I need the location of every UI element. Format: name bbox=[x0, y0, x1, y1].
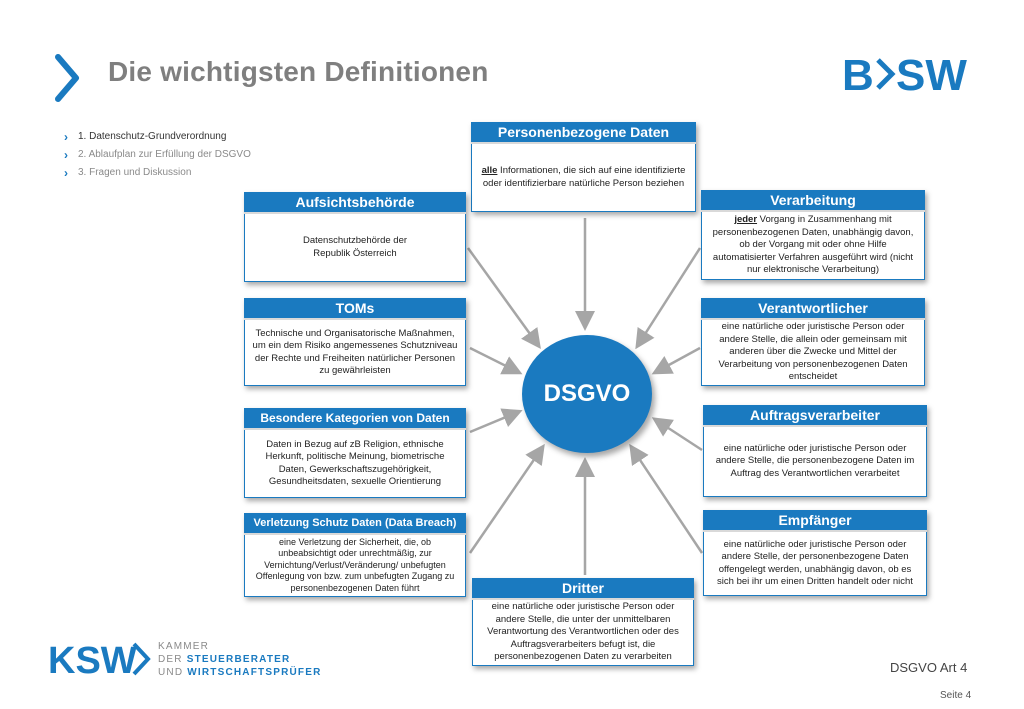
box-title: Personenbezogene Daten bbox=[471, 122, 696, 144]
svg-text:KSW: KSW bbox=[48, 640, 137, 680]
box-text: jeder Vorgang in Zusammenhang mit person… bbox=[701, 212, 925, 280]
ksw-logo: KSW bbox=[48, 640, 151, 680]
box-text: eine natürliche oder juristische Person … bbox=[472, 600, 694, 666]
reference-label: DSGVO Art 4 bbox=[890, 660, 968, 675]
box-title: Empfänger bbox=[703, 510, 927, 532]
chevron-right-icon: › bbox=[64, 148, 68, 162]
box-data-breach: Verletzung Schutz Daten (Data Breach) ei… bbox=[244, 513, 466, 597]
agenda-item[interactable]: ›3. Fragen und Diskussion bbox=[64, 166, 192, 180]
logo-bsw-sw: SW bbox=[896, 51, 967, 98]
bsw-logo: B SW bbox=[842, 51, 967, 98]
box-aufsichtsbehoerde: Aufsichtsbehörde Datenschutzbehörde der … bbox=[244, 192, 466, 282]
logo-bsw-b: B bbox=[842, 51, 874, 98]
agenda-item[interactable]: ›1. Datenschutz-Grundverordnung bbox=[64, 130, 227, 144]
box-title: TOMs bbox=[244, 298, 466, 320]
ksw-wordmark: KAMMER DER STEUERBERATER UND WIRTSCHAFTS… bbox=[158, 641, 322, 678]
box-toms: TOMs Technische und Organisatorische Maß… bbox=[244, 298, 466, 386]
chevron-right-icon: › bbox=[64, 130, 68, 144]
chevron-right-icon bbox=[55, 54, 79, 102]
box-title: Verarbeitung bbox=[701, 190, 925, 212]
box-title: Besondere Kategorien von Daten bbox=[244, 408, 466, 430]
box-title: Dritter bbox=[472, 578, 694, 600]
box-verantwortlicher: Verantwortlicher eine natürliche oder ju… bbox=[701, 298, 925, 386]
chevron-right-icon: › bbox=[64, 166, 68, 180]
box-title: Auftragsverarbeiter bbox=[703, 405, 927, 427]
page-number: Seite 4 bbox=[940, 690, 972, 701]
box-title: Verletzung Schutz Daten (Data Breach) bbox=[244, 513, 466, 535]
box-text: alle Informationen, die sich auf eine id… bbox=[471, 144, 696, 212]
box-auftragsverarbeiter: Auftragsverarbeiter eine natürliche oder… bbox=[703, 405, 927, 497]
box-dritter: Dritter eine natürliche oder juristische… bbox=[472, 578, 694, 666]
box-text: eine natürliche oder juristische Person … bbox=[703, 532, 927, 596]
box-text: eine Verletzung der Sicherheit, die, ob … bbox=[244, 535, 466, 597]
agenda-item[interactable]: ›2. Ablaufplan zur Erfüllung der DSGVO bbox=[64, 148, 251, 162]
box-text: Daten in Bezug auf zB Religion, ethnisch… bbox=[244, 430, 466, 498]
box-besondere-kategorien: Besondere Kategorien von Daten Daten in … bbox=[244, 408, 466, 498]
dsgvo-hub: DSGVO bbox=[522, 335, 652, 453]
agenda-list: ›1. Datenschutz-Grundverordnung ›2. Abla… bbox=[64, 128, 251, 182]
page-title: Die wichtigsten Definitionen bbox=[108, 56, 489, 87]
box-personenbezogene-daten: Personenbezogene Daten alle Informatione… bbox=[471, 122, 696, 212]
box-empfaenger: Empfänger eine natürliche oder juristisc… bbox=[703, 510, 927, 596]
box-verarbeitung: Verarbeitung jeder Vorgang in Zusammenha… bbox=[701, 190, 925, 280]
box-text: Datenschutzbehörde der Republik Österrei… bbox=[244, 214, 466, 282]
box-title: Verantwortlicher bbox=[701, 298, 925, 320]
box-title: Aufsichtsbehörde bbox=[244, 192, 466, 214]
box-text: Technische und Organisatorische Maßnahme… bbox=[244, 320, 466, 386]
box-text: eine natürliche oder juristische Person … bbox=[703, 427, 927, 497]
box-text: eine natürliche oder juristische Person … bbox=[701, 320, 925, 386]
